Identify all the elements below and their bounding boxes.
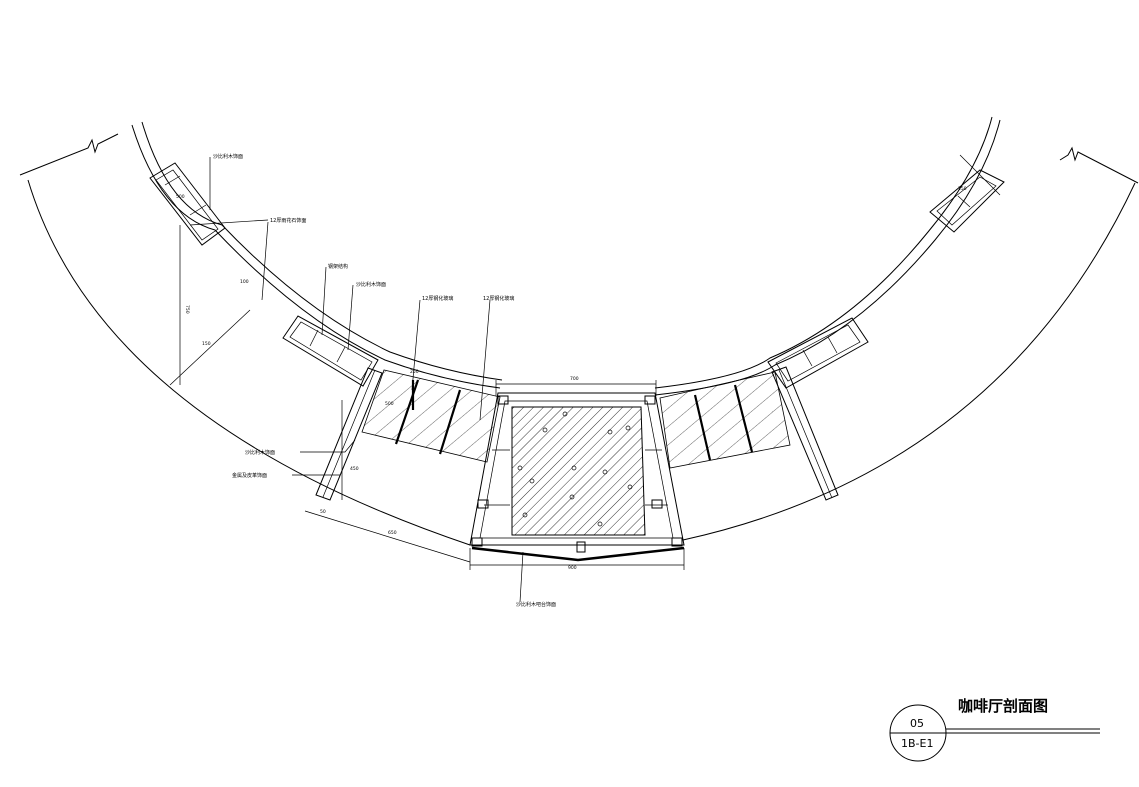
sheet-number: 1B-E1: [901, 737, 933, 750]
wall-block-right-top: [929, 169, 1005, 233]
dim-900: 900: [568, 565, 577, 571]
glass-panel-right: [659, 371, 791, 469]
inner-arc-right: [654, 119, 1001, 396]
dim-450: 450: [350, 466, 359, 472]
outer-arc: [27, 179, 1136, 546]
dim-500-mid: 500: [385, 401, 394, 407]
inner-arc-right-2: [654, 116, 993, 389]
inner-arc-left-2: [141, 121, 503, 381]
wall-block-right-mid: [767, 317, 869, 389]
wall-block-left-top: [149, 162, 226, 246]
angled-wall-left: [315, 367, 383, 501]
dim-500-left: 500: [176, 194, 185, 200]
dim-750: 750: [184, 305, 190, 314]
break-line-right: [1059, 146, 1139, 184]
drawing-title: 咖啡厅剖面图: [958, 697, 1048, 715]
dim-50: 50: [320, 509, 326, 515]
glass-panel-left: [361, 369, 501, 463]
dim-150-right: 150: [958, 186, 967, 192]
inner-arc-left: [131, 124, 501, 389]
dimension-lines: [169, 154, 1001, 570]
break-line-left: [19, 133, 119, 176]
counter-aggregate: [517, 411, 633, 527]
label-tempered-glass-1: 12厚钢化玻璃: [422, 295, 453, 302]
dim-250: 250: [410, 369, 419, 375]
label-tempered-glass-2: 12厚钢化玻璃: [483, 295, 514, 302]
dim-700: 700: [570, 376, 579, 382]
leader-lines: [209, 157, 524, 603]
bar-counter: [469, 392, 685, 562]
label-stone-veneer: 12厚雨花石饰面: [270, 217, 306, 224]
label-metal-leather: 金属及皮革饰面: [232, 472, 267, 479]
label-wood-veneer-2: 沙比利木饰面: [356, 281, 386, 288]
dim-100: 100: [240, 279, 249, 285]
drawing-number: 05: [910, 717, 924, 730]
label-wood-veneer-1: 沙比利木饰面: [213, 153, 243, 160]
dim-650: 650: [388, 530, 397, 536]
label-wood-veneer-3: 沙比利木饰面: [245, 449, 275, 456]
title-block: 咖啡厅剖面图 05 1B-E1: [889, 697, 1100, 762]
angled-wall-right: [771, 366, 839, 501]
dim-150-left: 150: [202, 341, 211, 347]
wall-block-left-mid: [282, 315, 379, 387]
label-bar-veneer: 沙比利木吧台饰面: [516, 601, 556, 608]
label-steel-frame: 钢架结构: [328, 263, 348, 270]
